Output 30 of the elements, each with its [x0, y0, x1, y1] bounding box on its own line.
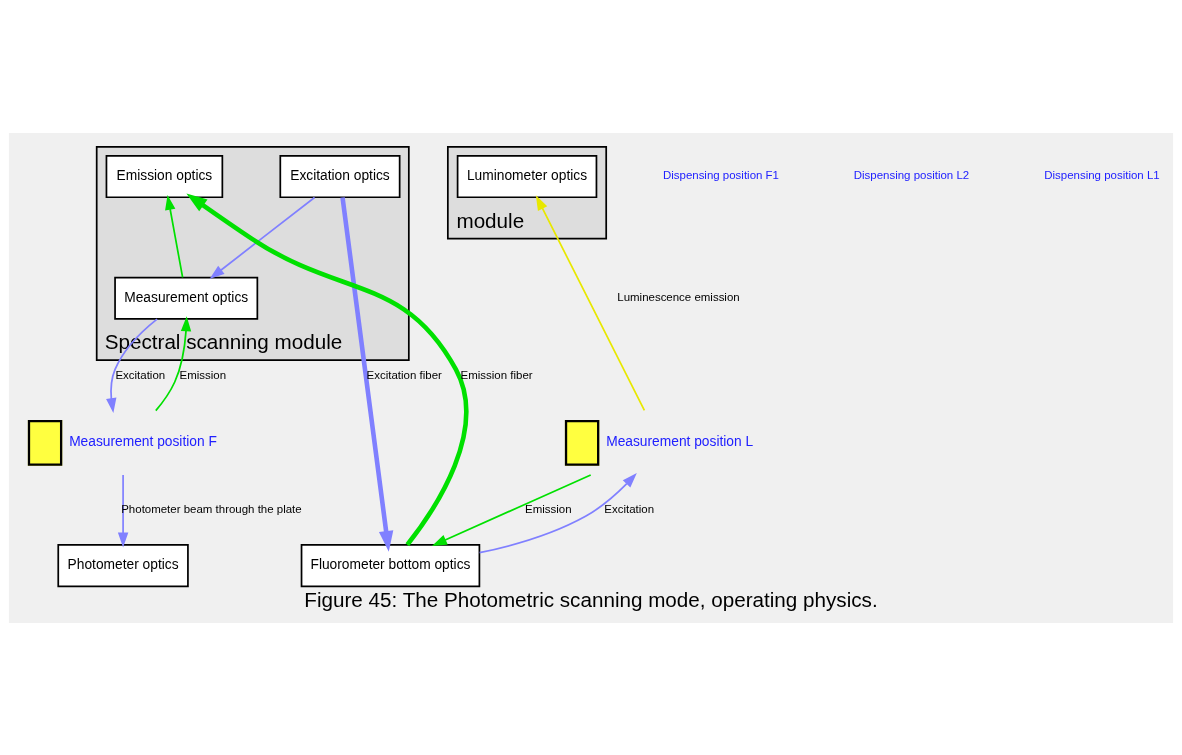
edge-label: Excitation — [604, 502, 655, 515]
caption: Figure 45: The Photometric scanning mode, operating physics. — [304, 587, 878, 611]
arrow — [186, 192, 469, 546]
node-box: Measurement optics — [114, 276, 259, 320]
node-box: Fluorometer bottom optics — [300, 543, 481, 587]
arrow — [117, 473, 129, 547]
node-box: Excitation optics — [279, 154, 401, 198]
arrow — [431, 473, 592, 546]
node-box: Luminometer optics — [456, 154, 598, 198]
edge-label: Excitation fiber — [366, 368, 442, 381]
arrow — [165, 194, 184, 278]
edge-label: Emission — [179, 368, 227, 381]
arrow — [478, 472, 637, 554]
edge-label: Emission fiber — [460, 368, 533, 381]
edge-label: Emission — [524, 502, 572, 515]
arrow — [340, 196, 394, 552]
edge-label: Excitation — [115, 368, 166, 381]
node-label: Measurement position L — [606, 433, 754, 449]
arrow — [209, 196, 316, 279]
edge-label: Luminescence emission — [617, 290, 740, 303]
arrow — [535, 194, 646, 411]
label: Dispensing position L2 — [853, 168, 970, 181]
label: Dispensing position L1 — [1044, 168, 1160, 181]
node-label: Measurement position F — [69, 433, 217, 449]
label: Dispensing position F1 — [662, 168, 779, 181]
edge-label: Photometer beam through the plate — [121, 502, 302, 515]
arrow — [154, 315, 192, 411]
node-box: Emission optics — [105, 154, 224, 198]
node-box: Photometer optics — [57, 543, 189, 587]
arrow — [106, 317, 158, 413]
